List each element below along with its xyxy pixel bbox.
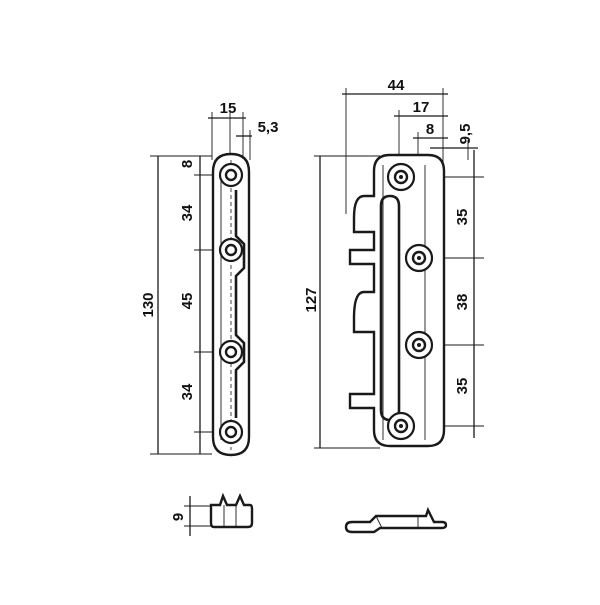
left-side-profile bbox=[209, 492, 254, 529]
left-bracket-drawing: 130 8 34 45 34 15 5,3 bbox=[140, 100, 279, 457]
dim-total-height-right: 127 bbox=[303, 287, 320, 312]
dim-line-width-left bbox=[208, 112, 252, 160]
right-bracket-slot bbox=[379, 194, 401, 422]
left-bracket-channel bbox=[234, 190, 246, 418]
dim-spacing-2-left: 45 bbox=[179, 293, 196, 310]
dim-total-width-right: 44 bbox=[388, 77, 405, 94]
dim-total-height-left: 130 bbox=[140, 292, 157, 317]
dim-line-total-height-left bbox=[150, 155, 212, 455]
left-hole-2 bbox=[218, 237, 244, 263]
right-hole-2 bbox=[404, 243, 434, 273]
left-bracket-outline bbox=[211, 152, 251, 457]
dim-line-total-height-right bbox=[314, 155, 380, 449]
dim-spacing-2-right: 38 bbox=[454, 294, 471, 311]
left-side-view: 9 bbox=[170, 492, 254, 536]
left-hole-3 bbox=[218, 339, 244, 365]
dim-spacing-1-left: 34 bbox=[179, 204, 196, 221]
right-bracket-outline bbox=[348, 153, 446, 448]
dim-edge-offset-right: 9,5 bbox=[457, 124, 474, 145]
dim-lines-top-right bbox=[342, 88, 478, 214]
dim-side-height: 9 bbox=[170, 513, 187, 521]
right-hole-1 bbox=[386, 162, 416, 192]
right-side-profile bbox=[344, 506, 448, 534]
right-hole-4 bbox=[386, 411, 416, 441]
left-hole-4 bbox=[218, 419, 244, 445]
right-hole-3 bbox=[404, 330, 434, 360]
dim-line-side-height bbox=[184, 496, 212, 536]
left-hole-1 bbox=[218, 162, 244, 188]
dim-inner-offset-right: 8 bbox=[426, 121, 434, 138]
right-side-view bbox=[344, 506, 448, 534]
dim-width-left: 15 bbox=[220, 100, 237, 117]
dim-spacing-1-right: 35 bbox=[454, 209, 471, 226]
dim-hole-top-offset-left: 8 bbox=[179, 160, 196, 168]
dim-hole-offset-right: 17 bbox=[413, 99, 430, 116]
dim-thickness-left: 5,3 bbox=[258, 119, 279, 136]
dim-spacing-3-left: 34 bbox=[179, 383, 196, 400]
right-bracket-drawing: 127 44 17 8 9,5 35 38 35 bbox=[303, 77, 484, 449]
dim-line-chain-left bbox=[194, 156, 222, 454]
dim-spacing-3-right: 35 bbox=[454, 378, 471, 395]
